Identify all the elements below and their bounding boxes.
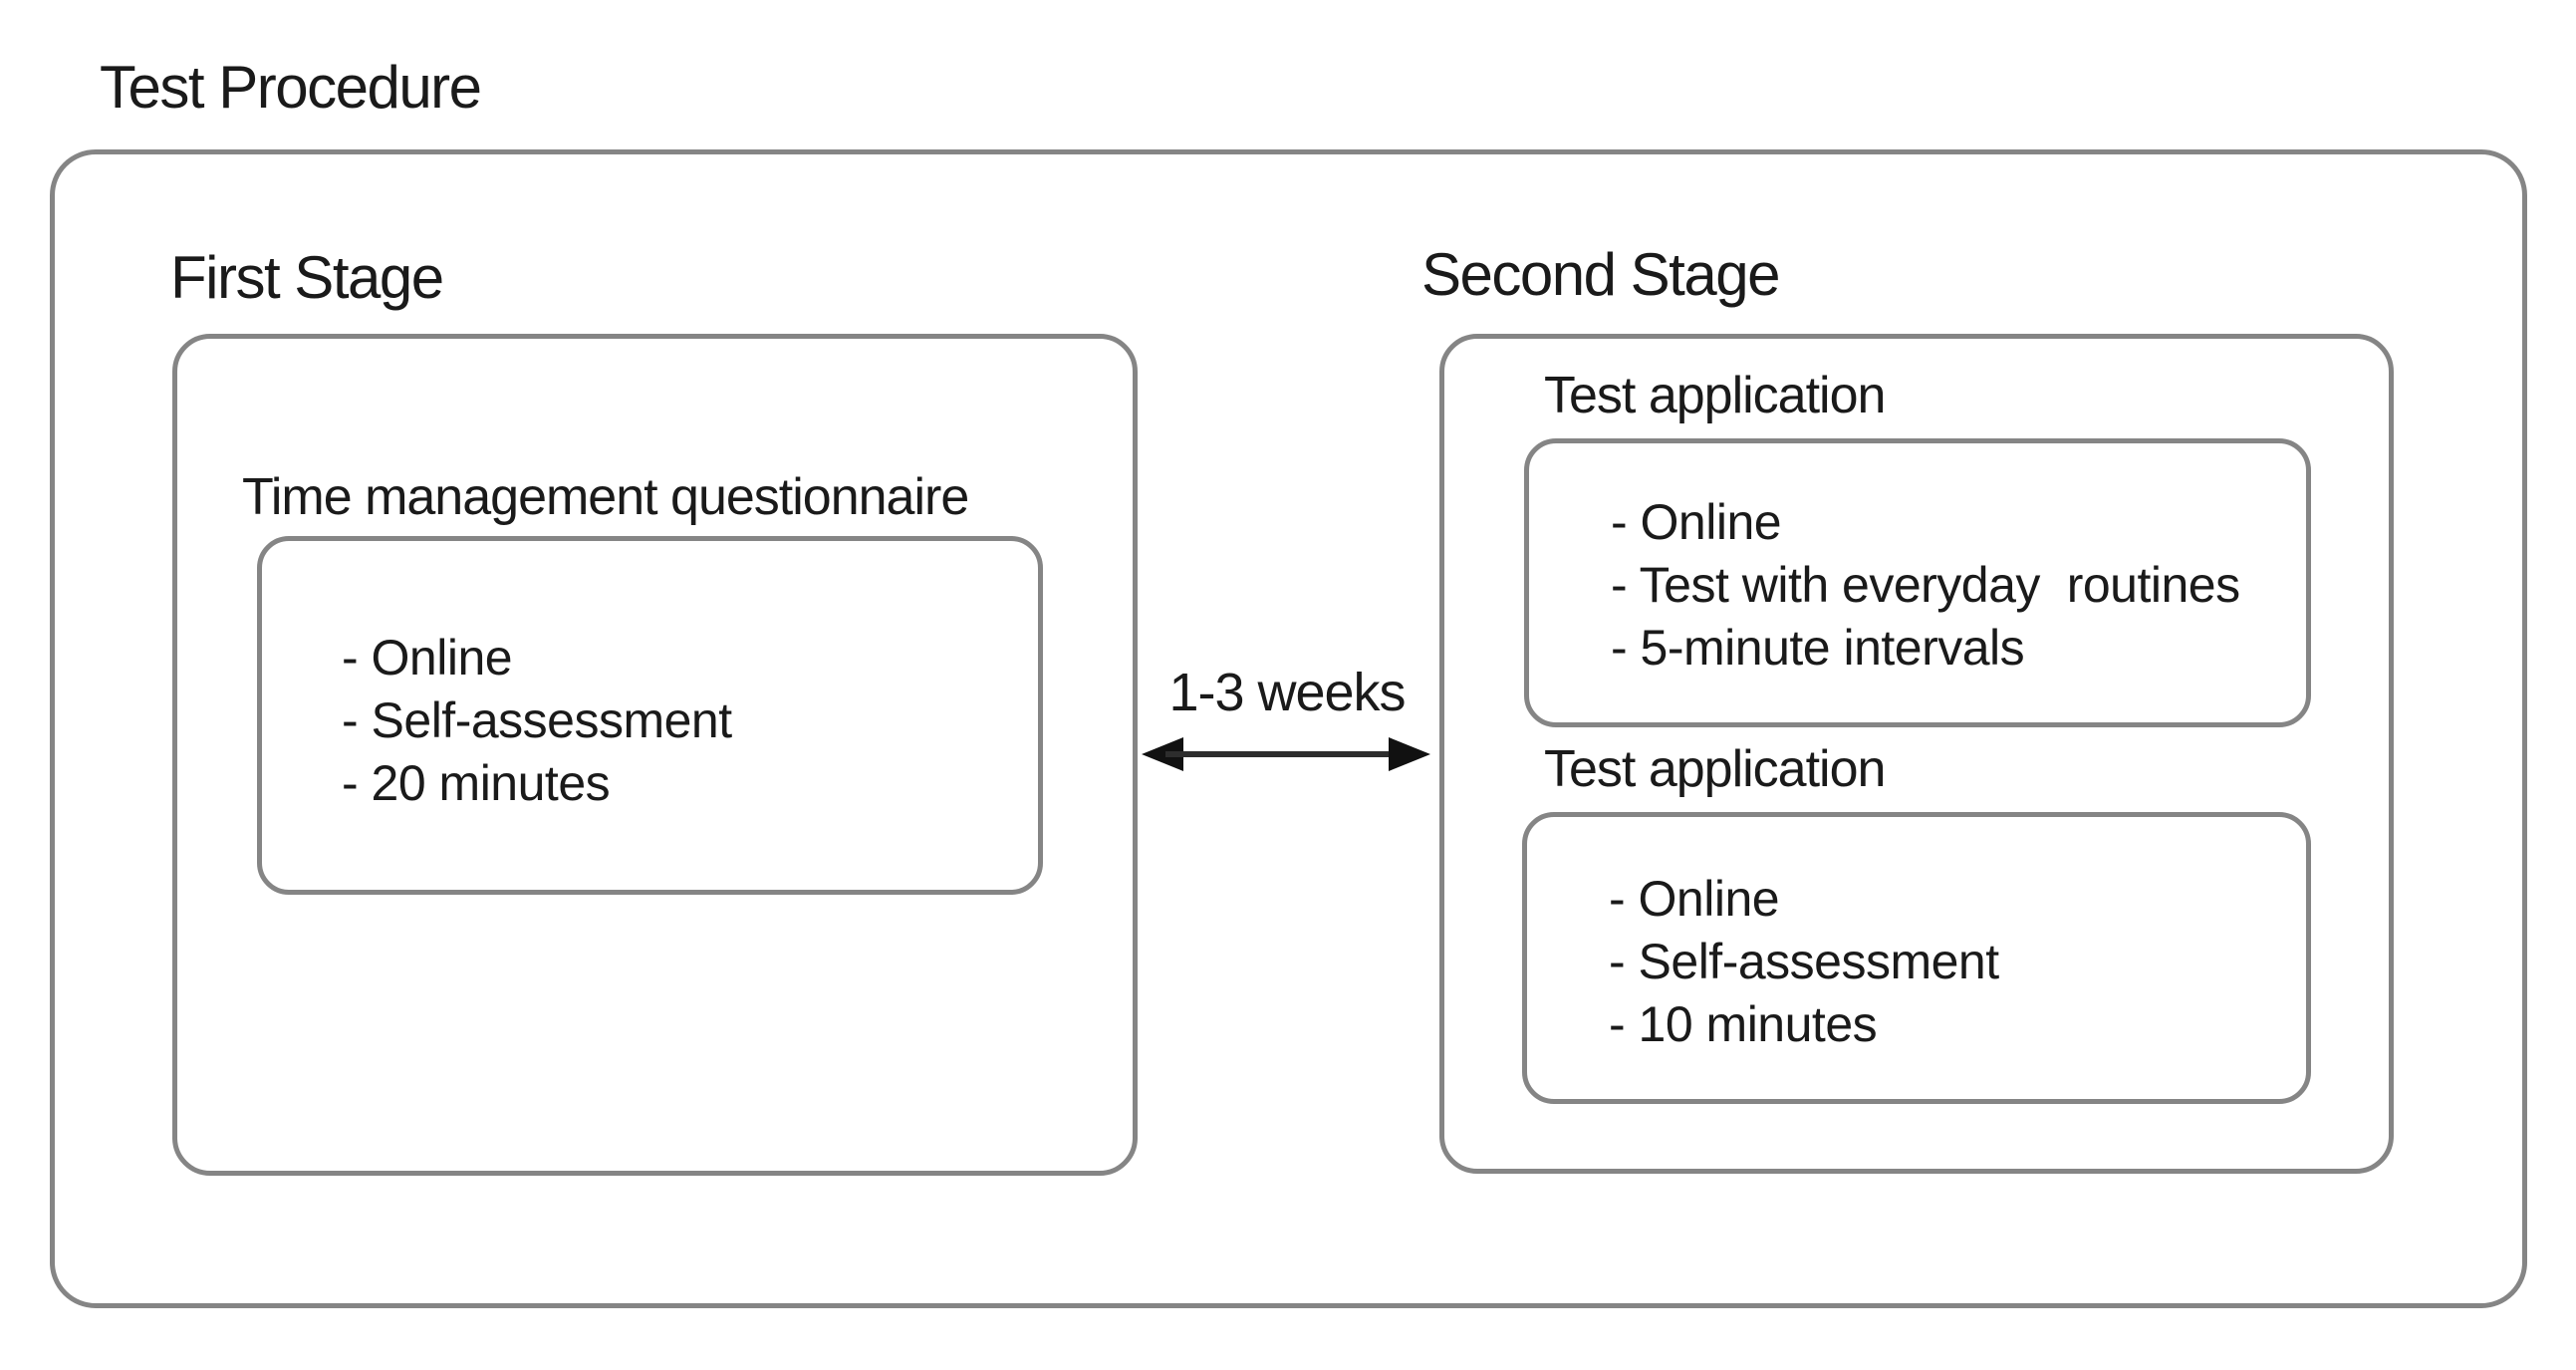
bullet-item: - 5-minute intervals: [1611, 620, 2025, 676]
double-arrow-icon: [1142, 731, 1430, 777]
arrow-shaft: [1165, 751, 1407, 757]
bullet-item: - Test with everyday routines: [1611, 557, 2240, 613]
bullet-item: - Self-assessment: [1609, 934, 1999, 989]
first-stage-label: First Stage: [170, 244, 444, 311]
bullet-item: - Online: [1611, 494, 1782, 550]
second-stage-label: Second Stage: [1421, 241, 1780, 308]
test-application-2-label: Test application: [1544, 740, 1886, 798]
test-application-2-bullet-list: - Online - Self-assessment - 10 minutes: [1527, 817, 2306, 1099]
interval-duration-label: 1-3 weeks: [1168, 663, 1406, 722]
bullet-item: - Online: [342, 630, 513, 685]
bullet-item: - Online: [1609, 871, 1780, 927]
test-application-1-label: Test application: [1544, 367, 1886, 424]
bullet-item: - Self-assessment: [342, 692, 732, 748]
test-application-2-box: - Online - Self-assessment - 10 minutes: [1522, 812, 2311, 1104]
time-management-questionnaire-label: Time management questionnaire: [242, 468, 969, 526]
test-application-1-box: - Online - Test with everyday routines -…: [1524, 438, 2311, 727]
arrowhead-right-icon: [1389, 737, 1430, 771]
test-application-1-bullet-list: - Online - Test with everyday routines -…: [1529, 443, 2306, 722]
diagram-title: Test Procedure: [100, 54, 482, 121]
bullet-item: - 20 minutes: [342, 755, 611, 811]
questionnaire-bullet-list: - Online - Self-assessment - 20 minutes: [262, 541, 1038, 890]
time-management-questionnaire-box: - Online - Self-assessment - 20 minutes: [257, 536, 1043, 895]
bullet-item: - 10 minutes: [1609, 996, 1878, 1052]
